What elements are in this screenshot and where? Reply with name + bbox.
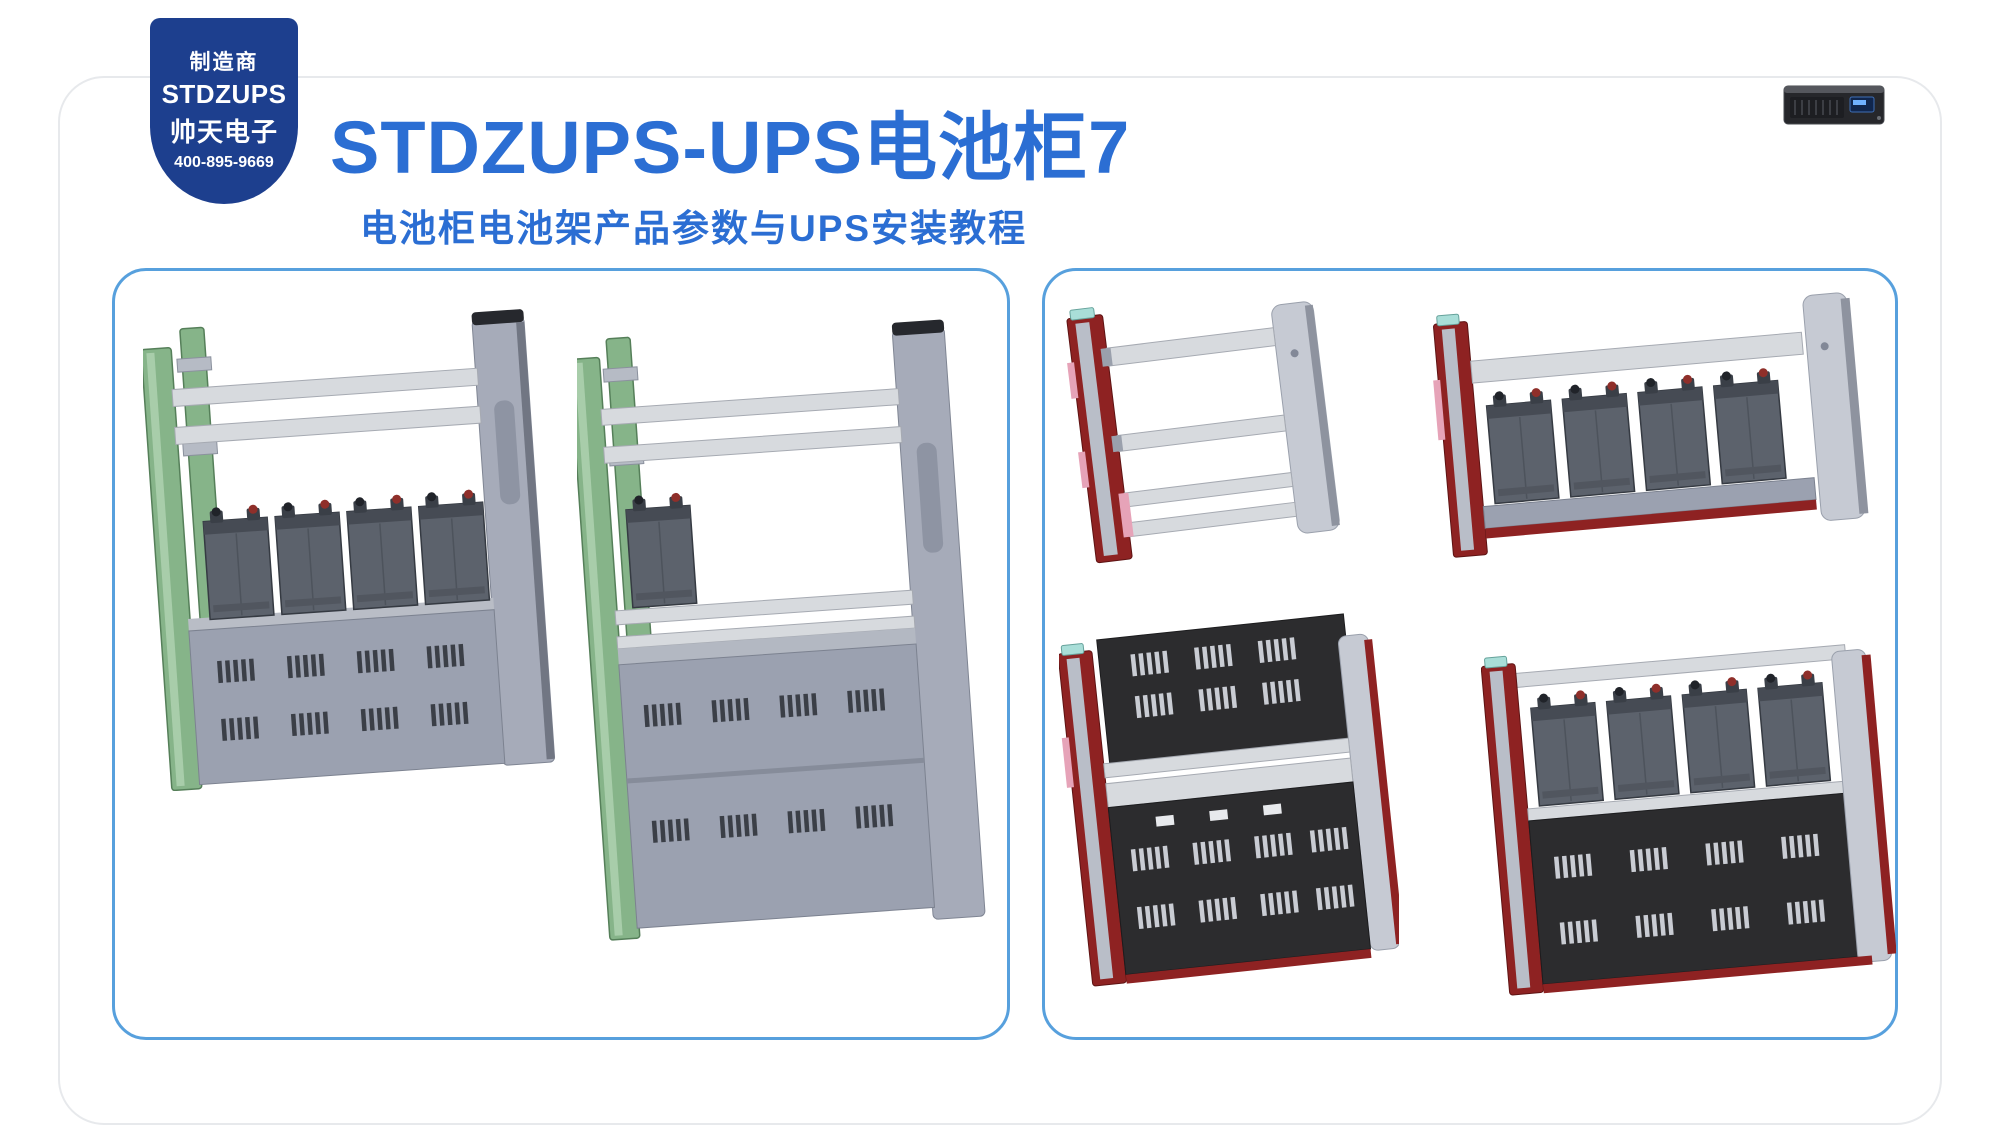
page-title: STDZUPS-UPS电池柜7 — [330, 106, 1131, 189]
render-red-empty-rack — [1066, 301, 1340, 564]
render-red-rack-batteries — [1433, 292, 1869, 558]
battery-row — [1528, 668, 1832, 807]
manufacturer-badge: 制造商 STDZUPS 帅天电子 400-895-9669 — [150, 18, 298, 204]
battery-row — [1484, 366, 1787, 505]
battery — [201, 503, 275, 621]
render-green-rack-single-battery — [577, 319, 986, 941]
ups-vent-lines — [1794, 100, 1838, 115]
badge-company: 帅天电子 — [169, 117, 278, 147]
badge-manufacturer-label: 制造商 — [189, 51, 259, 74]
right-product-panel — [1042, 268, 1898, 1040]
ups-device-image — [1782, 78, 1886, 130]
battery — [345, 493, 419, 611]
battery — [1528, 688, 1604, 807]
render-red-cabinet-batteries — [1481, 644, 1896, 996]
battery — [1560, 379, 1636, 498]
battery-row — [201, 487, 491, 621]
render-black-cabinet-shelf — [1059, 613, 1399, 987]
battery — [273, 498, 347, 616]
left-product-panel — [112, 268, 1010, 1040]
battery — [1604, 681, 1680, 801]
badge-brand: STDZUPS — [161, 79, 287, 109]
battery — [417, 487, 491, 606]
battery — [1484, 386, 1560, 505]
battery — [1711, 366, 1787, 485]
battery — [624, 491, 698, 609]
battery — [1680, 675, 1756, 794]
ups-device-icon — [1783, 85, 1885, 125]
battery — [1756, 668, 1832, 787]
badge-phone: 400-895-9669 — [174, 154, 274, 171]
page-subtitle: 电池柜电池架产品参数与UPS安装教程 — [360, 208, 1028, 249]
battery — [1636, 372, 1712, 492]
render-green-rack-four-batteries — [143, 309, 556, 791]
